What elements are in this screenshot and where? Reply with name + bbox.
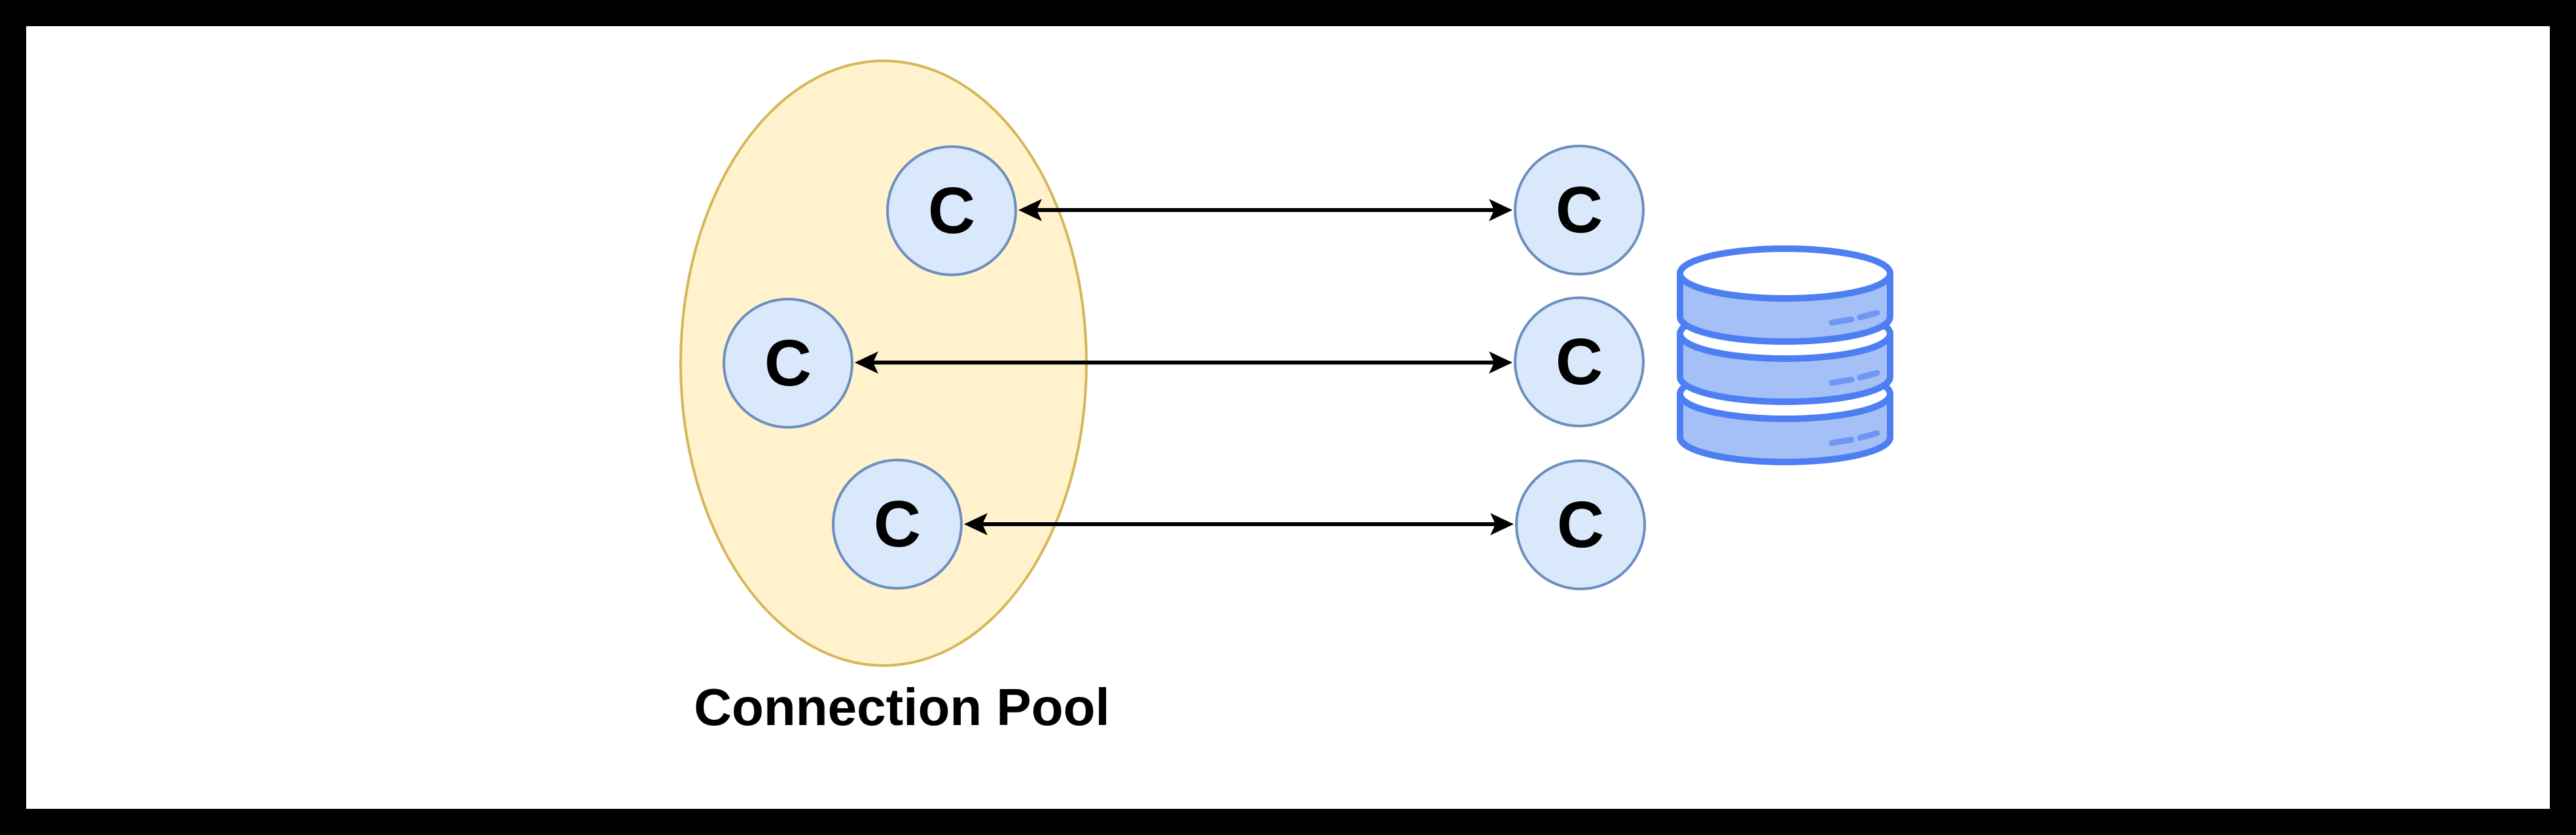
pool-connection-node-1: C <box>886 145 1017 276</box>
database-disk-dashes <box>1829 310 1880 446</box>
pool-connection-node-2: C <box>723 298 853 429</box>
database-cylinder-icon <box>1677 245 1893 465</box>
connection-arrows-layer <box>855 199 1514 535</box>
arrowhead-right-2 <box>1489 351 1512 374</box>
arrowhead-left-1 <box>1018 199 1042 221</box>
db-connection-label-3: C <box>1556 488 1605 561</box>
db-connection-node-3: C <box>1515 459 1646 590</box>
arrow-row-3 <box>964 513 1514 535</box>
db-connection-node-2: C <box>1514 296 1645 427</box>
db-connection-node-1: C <box>1514 145 1645 275</box>
arrowhead-right-1 <box>1489 199 1512 221</box>
connection-pool-label: Connection Pool <box>694 678 1110 736</box>
arrowhead-right-3 <box>1490 513 1514 535</box>
arrow-row-2 <box>855 351 1512 374</box>
arrowhead-left-2 <box>855 351 878 374</box>
arrow-row-1 <box>1018 199 1512 221</box>
db-connection-label-2: C <box>1555 325 1603 399</box>
db-connection-label-1: C <box>1555 173 1603 247</box>
database-disk-1 <box>1677 245 1893 345</box>
diagram-canvas: C C C C C C <box>26 26 2550 809</box>
pool-connection-node-3: C <box>832 459 963 590</box>
arrowhead-left-3 <box>964 513 988 535</box>
pool-connection-label-2: C <box>764 327 812 400</box>
pool-connection-label-3: C <box>873 488 921 561</box>
pool-connection-label-1: C <box>927 174 976 247</box>
